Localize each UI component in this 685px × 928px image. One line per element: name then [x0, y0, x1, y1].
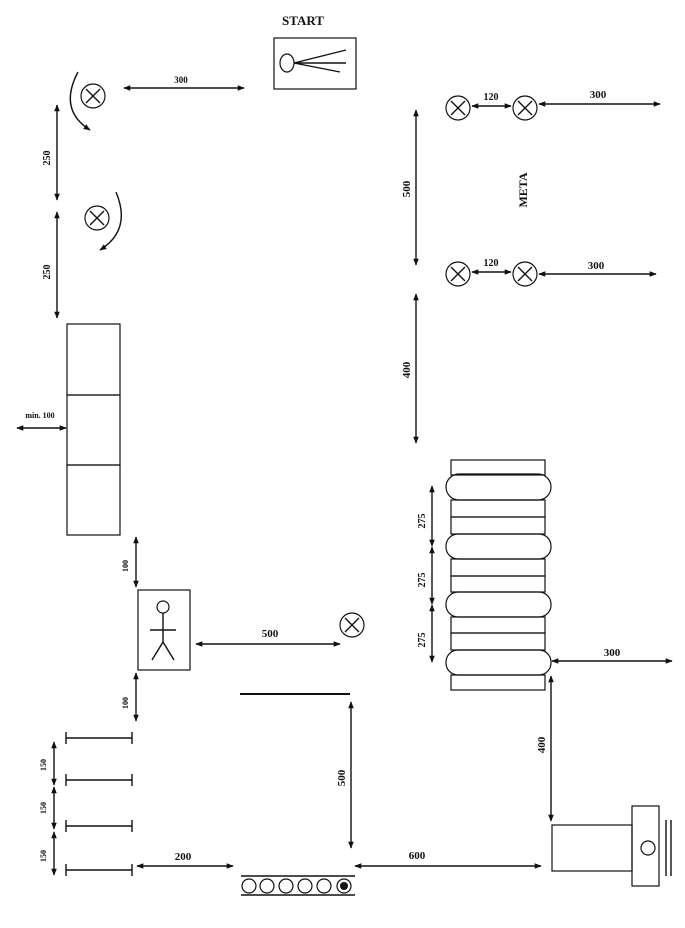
stacked-boxes [66, 323, 121, 536]
dimension-label: 400 [401, 361, 413, 378]
cone-icon [445, 261, 471, 287]
tire-stack [445, 459, 552, 691]
curved-arrow-icon [99, 191, 123, 251]
finish-machine [551, 805, 672, 887]
dimension-label: 500 [262, 628, 279, 640]
dimension-label: 500 [336, 769, 348, 786]
dimension-label: 275 [417, 633, 428, 648]
start-box [273, 37, 357, 90]
dimension-label: 100 [121, 697, 130, 709]
dimension-label: 250 [42, 151, 53, 166]
hurdles [65, 732, 133, 876]
dimension-label: 150 [39, 802, 48, 814]
cone-icon [80, 83, 106, 109]
dimension-label: 100 [121, 560, 130, 572]
dimension-label: 275 [417, 573, 428, 588]
curved-arrow-icon [69, 71, 91, 131]
dimension-label: 400 [536, 736, 548, 753]
dimension-label: 300 [588, 260, 605, 272]
cone-icon [84, 205, 110, 231]
meta-label: META [516, 172, 530, 207]
dimension-label: 200 [175, 851, 192, 863]
dimension-label: 120 [484, 92, 499, 103]
dimension-label: 300 [604, 647, 621, 659]
start-label: START [282, 13, 324, 28]
person-box [137, 589, 191, 671]
dimension-label: 275 [417, 514, 428, 529]
dimension-label: 300 [590, 89, 607, 101]
dimension-label: 250 [42, 265, 53, 280]
dimension-label: 150 [39, 759, 48, 771]
dimension-label: min. 100 [25, 411, 54, 420]
rings-row [241, 875, 355, 896]
cone-icon [445, 95, 471, 121]
dimension-label: 300 [174, 75, 188, 85]
cone-icon [339, 612, 365, 638]
dimension-label: 600 [409, 850, 426, 862]
cone-icon [512, 261, 538, 287]
cone-icon [512, 95, 538, 121]
dimension-label: 120 [484, 258, 499, 269]
dimension-label: 500 [401, 180, 413, 197]
dimension-label: 150 [39, 850, 48, 862]
